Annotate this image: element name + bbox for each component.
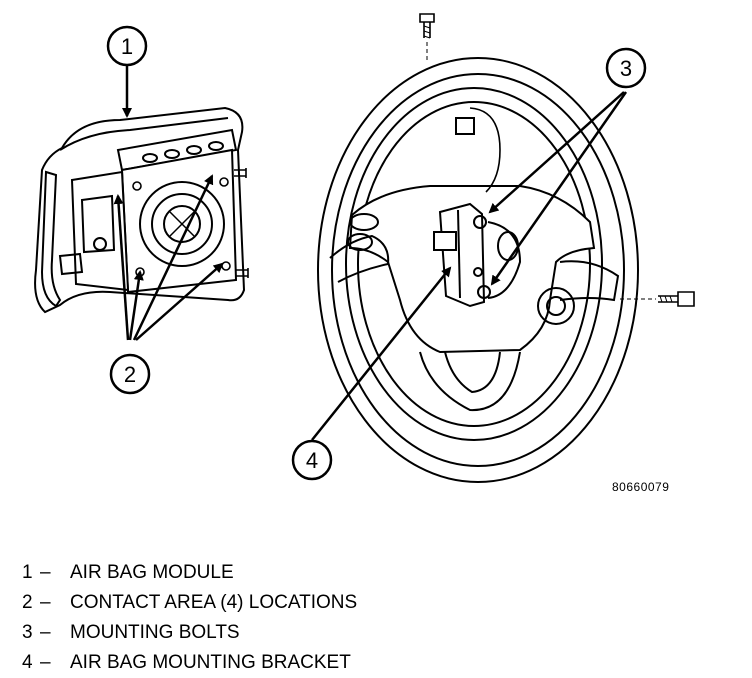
callout-4: 4 <box>291 439 333 481</box>
leader-lines <box>113 66 628 441</box>
air-bag-module-illustration <box>34 106 249 314</box>
legend-text: CONTACT AREA (4) LOCATIONS <box>70 592 358 613</box>
legend-dash: – <box>40 562 51 583</box>
legend-dash: – <box>40 592 51 613</box>
legend-item: 2 – CONTACT AREA (4) LOCATIONS <box>22 588 357 618</box>
legend-number: 3 <box>22 622 33 643</box>
callout-2: 2 <box>109 353 151 395</box>
legend-number: 4 <box>22 652 33 673</box>
callout-1-label: 1 <box>121 34 133 59</box>
legend-item: 3 – MOUNTING BOLTS <box>22 618 357 648</box>
steering-wheel-illustration <box>317 13 695 483</box>
legend-item: 1 – AIR BAG MODULE <box>22 558 357 588</box>
callout-3: 3 <box>605 47 647 89</box>
legend-number: 1 <box>22 562 33 583</box>
legend-item: 4 – AIR BAG MOUNTING BRACKET <box>22 648 357 678</box>
legend-text: AIR BAG MOUNTING BRACKET <box>70 652 351 673</box>
legend-dash: – <box>40 652 51 673</box>
legend-number: 2 <box>22 592 33 613</box>
legend-text: AIR BAG MODULE <box>70 562 234 583</box>
callout-4-label: 4 <box>306 448 318 473</box>
legend: 1 – AIR BAG MODULE 2 – CONTACT AREA (4) … <box>22 558 357 678</box>
exploded-diagram: 1 2 3 4 <box>34 13 695 483</box>
legend-text: MOUNTING BOLTS <box>70 622 240 643</box>
callout-1: 1 <box>106 25 148 67</box>
callout-3-label: 3 <box>620 56 632 81</box>
callout-2-label: 2 <box>124 362 136 387</box>
figure-code: 80660079 <box>612 480 670 494</box>
legend-dash: – <box>40 622 51 643</box>
